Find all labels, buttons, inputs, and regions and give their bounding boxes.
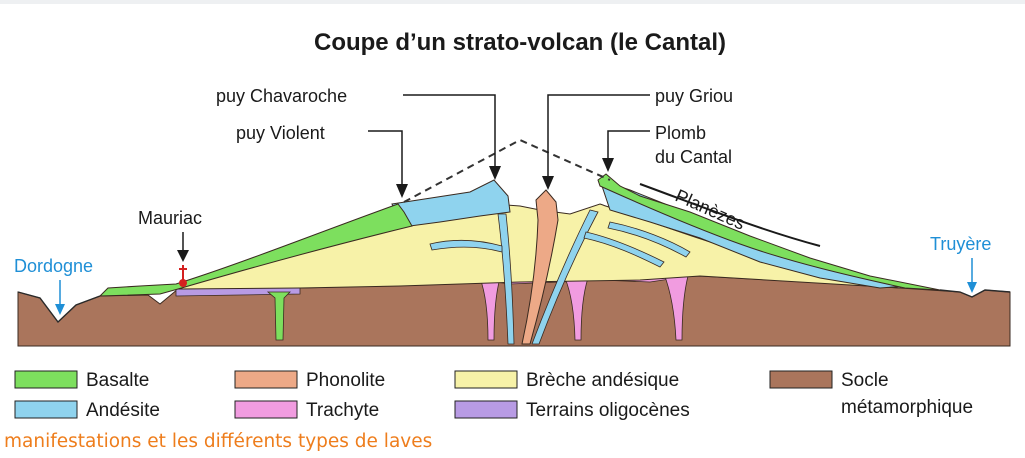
- arrowhead-dordogne: [55, 304, 65, 315]
- legend-label-andesite: Andésite: [86, 400, 160, 421]
- label-puy-chavaroche: puy Chavaroche: [216, 86, 347, 106]
- legend-swatch-breche: [455, 371, 517, 388]
- legend-swatch-oligocene: [455, 401, 517, 418]
- legend-label-oligocene: Terrains oligocènes: [526, 400, 690, 421]
- pointer-puy-violent: [368, 131, 402, 186]
- legend-swatch-basalte: [15, 371, 77, 388]
- arrowhead-puy-chavaroche: [489, 166, 501, 180]
- legend-swatch-trachyte: [235, 401, 297, 418]
- original-summit-dashed-line: [404, 140, 610, 202]
- strato-volcano-cross-section: Coupe d’un strato-volcan (le Cantal) puy…: [0, 0, 1025, 430]
- legend-label-breche: Brèche andésique: [526, 370, 679, 391]
- arrowhead-truyere: [967, 282, 977, 293]
- label-mauriac: Mauriac: [138, 208, 202, 228]
- label-puy-griou: puy Griou: [655, 86, 733, 106]
- pointer-puy-griou: [548, 95, 650, 178]
- legend-label-basalte: Basalte: [86, 370, 149, 391]
- caption-text: manifestations et les différents types d…: [4, 431, 432, 452]
- arrowhead-plomb-du-cantal: [602, 158, 614, 172]
- arrowhead-puy-griou: [542, 176, 554, 190]
- diagram-title: Coupe d’un strato-volcan (le Cantal): [314, 29, 726, 56]
- legend-label-socle-line2: métamorphique: [841, 397, 973, 418]
- pointer-plomb-du-cantal: [608, 131, 650, 160]
- legend-label-trachyte: Trachyte: [306, 400, 379, 421]
- legend-label-socle-line1: Socle: [841, 370, 889, 391]
- pointer-puy-chavaroche: [403, 95, 495, 170]
- legend-label-phonolite: Phonolite: [306, 370, 385, 391]
- arrowhead-puy-violent: [396, 184, 408, 198]
- legend-swatch-andesite: [15, 401, 77, 418]
- legend-swatch-socle: [770, 371, 832, 388]
- mauriac-marker: [179, 265, 187, 287]
- label-truyere: Truyère: [930, 234, 991, 254]
- label-dordogne: Dordogne: [14, 256, 93, 276]
- label-puy-violent: puy Violent: [236, 123, 325, 143]
- legend-swatch-phonolite: [235, 371, 297, 388]
- label-plomb-du-cantal-line1: Plomb: [655, 123, 706, 143]
- arrowhead-mauriac: [177, 250, 189, 262]
- label-plomb-du-cantal-line2: du Cantal: [655, 147, 732, 167]
